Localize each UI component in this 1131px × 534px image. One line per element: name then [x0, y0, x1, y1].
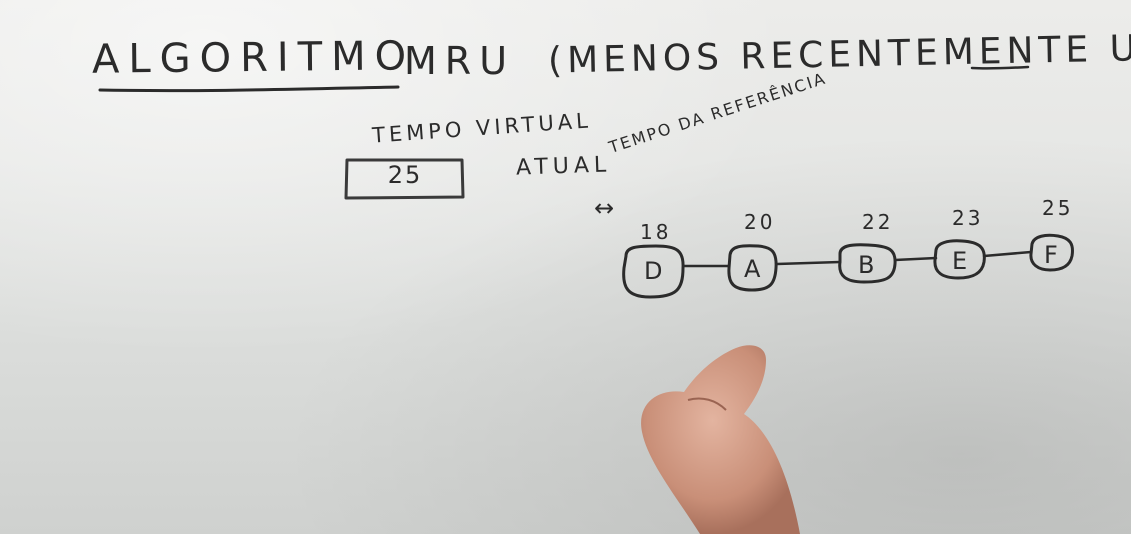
node-e-outline — [933, 239, 986, 280]
finger-crease — [687, 397, 727, 411]
node-b: B — [858, 251, 875, 279]
node-d-outline — [622, 244, 685, 299]
node-f-outline — [1029, 233, 1074, 272]
virtual-time-box — [344, 158, 465, 200]
usada-underline — [970, 65, 1030, 70]
connector-e-f — [982, 250, 1033, 258]
time-label-d: 18 — [640, 220, 672, 244]
connector-a-b — [775, 260, 842, 266]
node-a-outline — [727, 244, 778, 292]
node-d: D — [644, 257, 663, 285]
connector-b-e — [893, 256, 938, 262]
virtual-time-value: 25 — [387, 161, 423, 189]
node-a: A — [744, 255, 761, 283]
hand-shape — [641, 345, 800, 534]
title-acronym: MRU — [404, 39, 516, 83]
node-e: E — [952, 247, 968, 275]
time-label-e: 23 — [952, 206, 984, 230]
reference-arrow-icon: ↔ — [594, 194, 615, 222]
time-label-a: 20 — [744, 210, 776, 234]
time-label-b: 22 — [862, 210, 894, 234]
time-label-f: 25 — [1042, 196, 1074, 220]
node-f: F — [1044, 241, 1058, 269]
node-b-outline — [838, 243, 897, 284]
title-underline — [98, 85, 400, 93]
